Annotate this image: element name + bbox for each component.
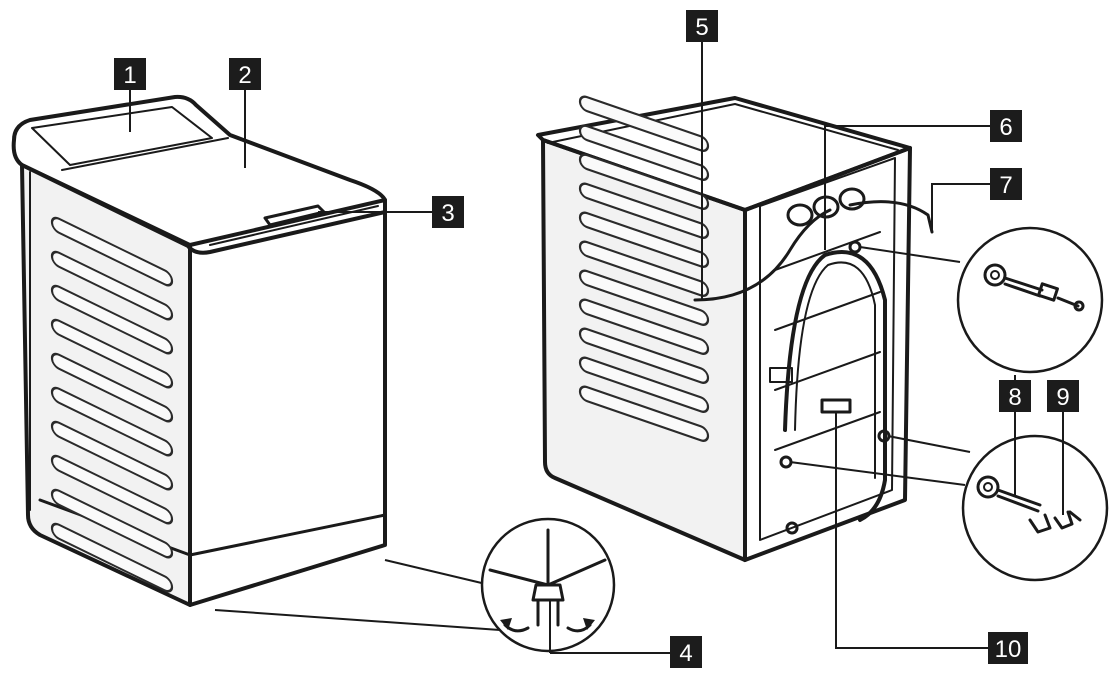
callout-label-7: 7 bbox=[999, 172, 1012, 199]
side-vent-slot bbox=[578, 298, 710, 355]
side-vent-slot bbox=[50, 386, 174, 457]
washer-rear-panel bbox=[743, 146, 912, 562]
callout-badge-7: 7 bbox=[990, 168, 1022, 200]
transport-bolt-detail-upper bbox=[859, 226, 1104, 374]
callout-badge-3: 3 bbox=[432, 196, 464, 228]
foot-nut bbox=[531, 583, 565, 602]
callout-badge-6: 6 bbox=[990, 110, 1022, 142]
callout-label-10: 10 bbox=[995, 636, 1022, 663]
side-vent-slot bbox=[50, 454, 174, 525]
transport-bolt-detail-lower bbox=[789, 434, 1109, 582]
callout-label-6: 6 bbox=[999, 114, 1012, 141]
callout-label-8: 8 bbox=[1008, 384, 1021, 411]
side-vent-slot bbox=[578, 95, 710, 152]
side-vent-slot bbox=[578, 269, 710, 326]
callout-label-2: 2 bbox=[238, 62, 251, 89]
side-vent-slot bbox=[578, 182, 710, 239]
callout-label-3: 3 bbox=[441, 200, 454, 227]
callout-badge-5: 5 bbox=[686, 10, 718, 42]
bolt-detail-circle-lower bbox=[961, 434, 1109, 582]
bolt-detail-circle-upper bbox=[956, 226, 1104, 374]
side-vent-slot bbox=[50, 318, 174, 389]
transport-bolt-hole-top bbox=[848, 240, 862, 254]
side-vent-slot bbox=[578, 211, 710, 268]
transport-bolt-hole-bottom bbox=[785, 521, 799, 535]
washer-plinth bbox=[188, 513, 387, 557]
side-vent-slot bbox=[578, 153, 710, 210]
side-vent-slot bbox=[578, 327, 710, 384]
side-vents-left bbox=[50, 216, 174, 593]
port-1 bbox=[786, 203, 814, 227]
washer-rear-view bbox=[536, 95, 934, 562]
transport-bolt-lower bbox=[996, 488, 1042, 513]
adjustable-foot-detail bbox=[214, 517, 616, 653]
side-vent-slot bbox=[50, 250, 174, 321]
washer-top bbox=[11, 94, 387, 255]
side-vent-slot bbox=[578, 385, 710, 442]
rating-plate bbox=[820, 398, 852, 414]
drain-hose bbox=[783, 250, 887, 522]
side-vents-right bbox=[578, 95, 710, 442]
washer-front-panel bbox=[188, 198, 387, 607]
callout-label-4: 4 bbox=[679, 640, 692, 667]
callout-label-1: 1 bbox=[123, 62, 136, 89]
control-panel bbox=[31, 106, 213, 166]
side-vent-slot bbox=[50, 216, 174, 287]
port-3 bbox=[838, 187, 866, 211]
side-vent-slot bbox=[50, 488, 174, 559]
spacer-clips bbox=[1028, 510, 1082, 534]
side-vent-slot bbox=[578, 356, 710, 413]
callout-label-9: 9 bbox=[1056, 384, 1069, 411]
side-vent-slot bbox=[50, 284, 174, 355]
callout-badge-1: 1 bbox=[114, 58, 146, 90]
side-vent-slot bbox=[50, 352, 174, 423]
side-vent-slot bbox=[50, 420, 174, 491]
callout-leaders bbox=[129, 42, 1064, 654]
callout-badge-2: 2 bbox=[229, 58, 261, 90]
transport-bolt-hole-left bbox=[779, 455, 793, 469]
callout-badge-9: 9 bbox=[1047, 380, 1079, 412]
side-vent-slot bbox=[578, 124, 710, 181]
callout-label-5: 5 bbox=[695, 14, 708, 41]
callout-badge-4: 4 bbox=[670, 636, 702, 668]
callout-badge-8: 8 bbox=[999, 380, 1031, 412]
transport-bolt-upper bbox=[1003, 276, 1044, 298]
side-vent-slot bbox=[578, 240, 710, 297]
callout-badge-10: 10 bbox=[988, 632, 1028, 664]
washer-front-view bbox=[11, 94, 387, 607]
power-cable bbox=[693, 208, 832, 302]
side-vent-slot bbox=[50, 522, 174, 593]
